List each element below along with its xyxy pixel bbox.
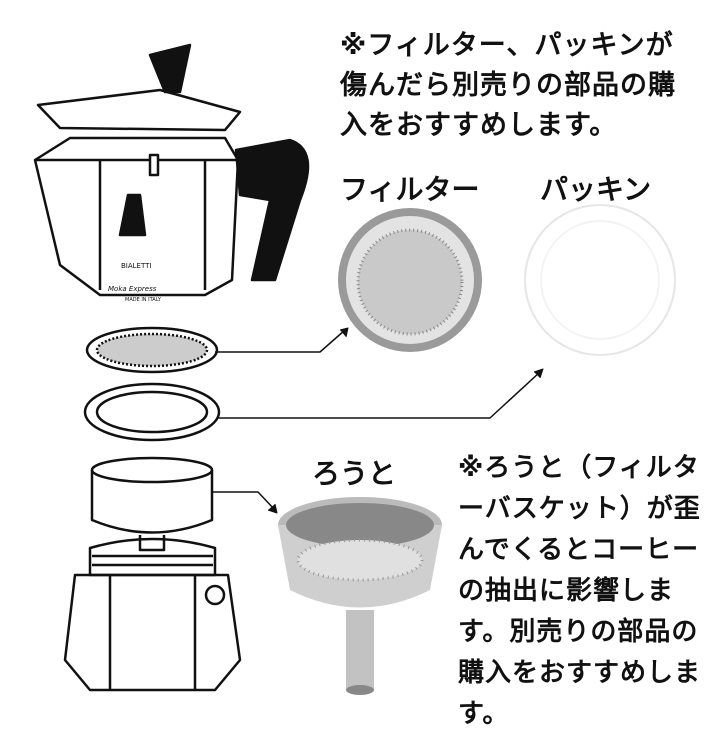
parts-replacement-note: ※フィルター、パッキンが傷んだら別売りの部品の購入をおすすめします。 <box>340 30 676 141</box>
funnel-basket <box>90 470 214 534</box>
filter-plate <box>85 326 219 374</box>
filter-label: フィルター <box>340 173 480 206</box>
logo-brand: BIALETTI <box>121 262 151 270</box>
arrow-to-filter <box>215 329 346 353</box>
arrow-to-gasket <box>218 371 541 419</box>
bialetti-logo-icon <box>118 193 147 237</box>
lid-knob <box>148 43 192 94</box>
gasket-label: パッキン <box>540 173 652 206</box>
funnel-note: ※ろうと（フィルターバスケット）が歪んでくるとコーヒーの抽出に影響します。別売り… <box>458 453 702 729</box>
handle <box>234 138 310 282</box>
boiler <box>63 573 242 692</box>
funnel-photo <box>278 497 442 695</box>
pot-lid <box>36 88 242 132</box>
safety-valve-icon <box>204 584 226 606</box>
gasket-photo <box>524 204 676 356</box>
logo-origin: MADE IN ITALY <box>125 297 162 303</box>
filter-photo <box>338 208 482 352</box>
logo-model: Moka Express <box>108 285 157 293</box>
gasket-ring <box>83 382 221 442</box>
arrow-to-funnel <box>212 491 276 511</box>
boiler-thread <box>88 537 217 577</box>
moka-pot-exploded-diagram: BIALETTI Moka Express MADE IN ITALY <box>33 43 676 695</box>
funnel-label: ろうと <box>312 457 397 490</box>
